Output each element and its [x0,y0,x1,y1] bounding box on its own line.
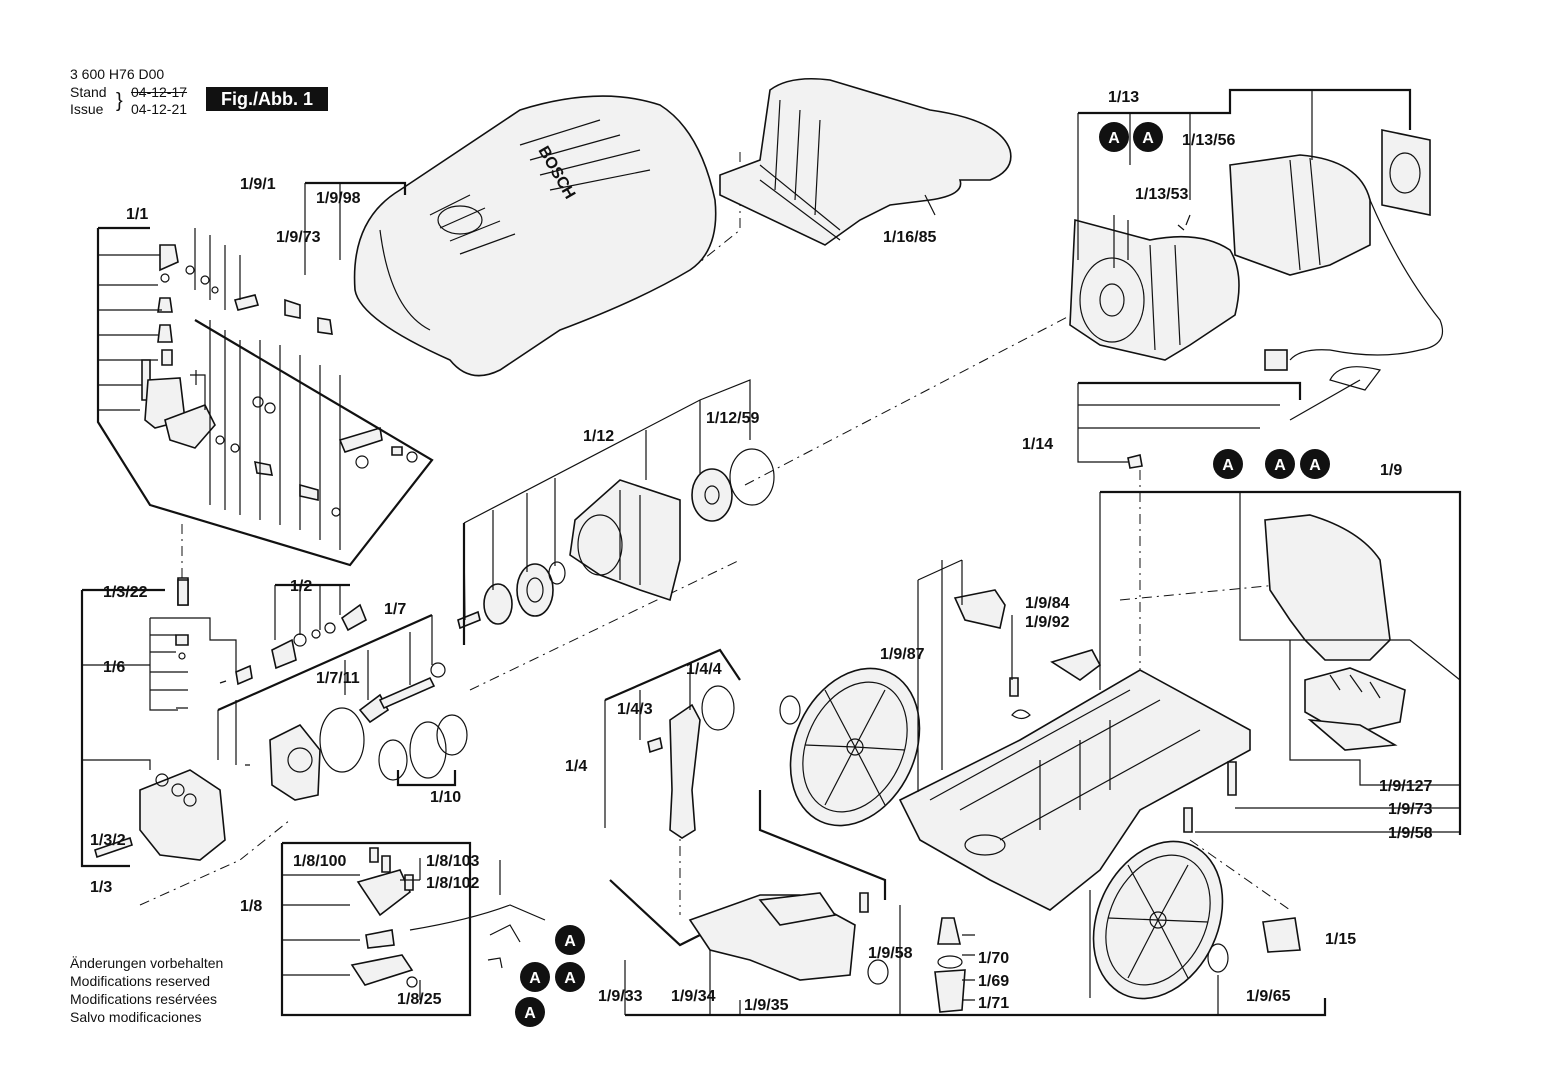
label-1-2: 1/2 [290,578,312,595]
label-1-9-58-bottom: 1/9/58 [868,945,913,962]
label-1-9-127: 1/9/127 [1379,778,1432,795]
label-1-9-35: 1/9/35 [744,997,789,1014]
note-es: Salvo modificaciones [70,1009,202,1025]
stand-label: Stand [70,84,107,100]
brace-glyph: } [116,90,123,112]
connection-markers: A A A A A A A A A [515,122,1330,1027]
svg-text:A: A [1222,457,1234,474]
handle-housing-part [719,77,1012,246]
leader-lines [80,88,1462,1017]
label-1-3: 1/3 [90,879,112,896]
marker-a-2: A [1133,122,1163,152]
marker-a-5: A [1300,449,1330,479]
svg-text:A: A [1309,457,1321,474]
label-1-8-100: 1/8/100 [293,853,346,870]
label-1-13: 1/13 [1108,89,1139,106]
label-1-70: 1/70 [978,950,1009,967]
label-1-4-4: 1/4/4 [686,661,722,678]
svg-text:A: A [524,1005,536,1022]
marker-a-7: A [520,962,550,992]
label-1-13-56: 1/13/56 [1182,132,1235,149]
label-1-15: 1/15 [1325,931,1356,948]
label-1-14: 1/14 [1022,436,1053,453]
label-1-16-85: 1/16/85 [883,229,936,246]
label-1-9-73-top: 1/9/73 [276,229,321,246]
label-1-69: 1/69 [978,973,1009,990]
label-1-9-65: 1/9/65 [1246,988,1291,1005]
label-1-7: 1/7 [384,601,406,618]
issue-date: 04-12-21 [131,101,188,117]
motor-assembly-part [1069,129,1444,421]
label-1-9-98: 1/9/98 [316,190,361,207]
label-1-71: 1/71 [978,995,1009,1012]
marker-a-6: A [555,925,585,955]
label-1-8-25: 1/8/25 [397,991,442,1008]
chassis-base-part [898,454,1406,973]
valve-assembly-part [141,244,418,606]
label-1-9-73: 1/9/73 [1388,801,1433,818]
svg-text:A: A [1142,130,1154,147]
marker-a-3: A [1213,449,1243,479]
note-de: Änderungen vorbehalten [70,955,224,971]
lower-parts [350,847,966,1013]
document-number: 3 600 H76 D00 [70,66,165,82]
label-1-1: 1/1 [126,206,148,223]
label-1-12: 1/12 [583,428,614,445]
label-1-9: 1/9 [1380,462,1402,479]
marker-a-8: A [555,962,585,992]
pump-head-part [94,579,468,861]
label-1-8-103: 1/8/103 [426,853,479,870]
label-1-9-1: 1/9/1 [240,176,276,193]
label-1-10: 1/10 [430,789,461,806]
label-1-8: 1/8 [240,898,262,915]
label-1-3-22: 1/3/22 [103,584,148,601]
marker-a-1: A [1099,122,1129,152]
svg-text:A: A [564,933,576,950]
wobble-plate-part [457,448,775,630]
svg-text:A: A [529,970,541,987]
label-1-9-33: 1/9/33 [598,988,643,1005]
label-1-4-3: 1/4/3 [617,701,653,718]
label-1-7-11: 1/7/11 [316,670,360,687]
figure-badge: Fig./Abb. 1 [206,87,328,111]
stand-date: 04-12-17 [131,84,188,100]
label-1-6: 1/6 [103,659,125,676]
marker-a-4: A [1265,449,1295,479]
top-cover-part: BOSCH [353,95,717,377]
hose-holder-part [647,685,735,839]
marker-a-9: A [515,997,545,1027]
svg-text:A: A [1274,457,1286,474]
label-1-9-34: 1/9/34 [671,988,716,1005]
wheel-left-part [779,667,921,827]
part-labels: 1/1 1/9/1 1/9/98 1/9/73 1/16/85 1/13 1/1… [90,89,1433,1014]
label-1-13-53: 1/13/53 [1135,186,1188,203]
wheel-right-part [1092,840,1224,1000]
label-1-9-92: 1/9/92 [1025,614,1070,631]
issue-label: Issue [70,101,104,117]
svg-text:A: A [564,970,576,987]
label-1-12-59: 1/12/59 [706,410,759,427]
note-fr: Modifications resérvées [70,991,218,1007]
svg-text:A: A [1108,130,1120,147]
label-1-8-102: 1/8/102 [426,875,479,892]
label-1-9-84: 1/9/84 [1025,595,1070,612]
label-1-9-58-right: 1/9/58 [1388,825,1433,842]
note-en: Modifications reserved [70,973,211,989]
label-1-3-2: 1/3/2 [90,832,126,849]
label-1-9-87: 1/9/87 [880,646,925,663]
label-1-4: 1/4 [565,758,587,775]
